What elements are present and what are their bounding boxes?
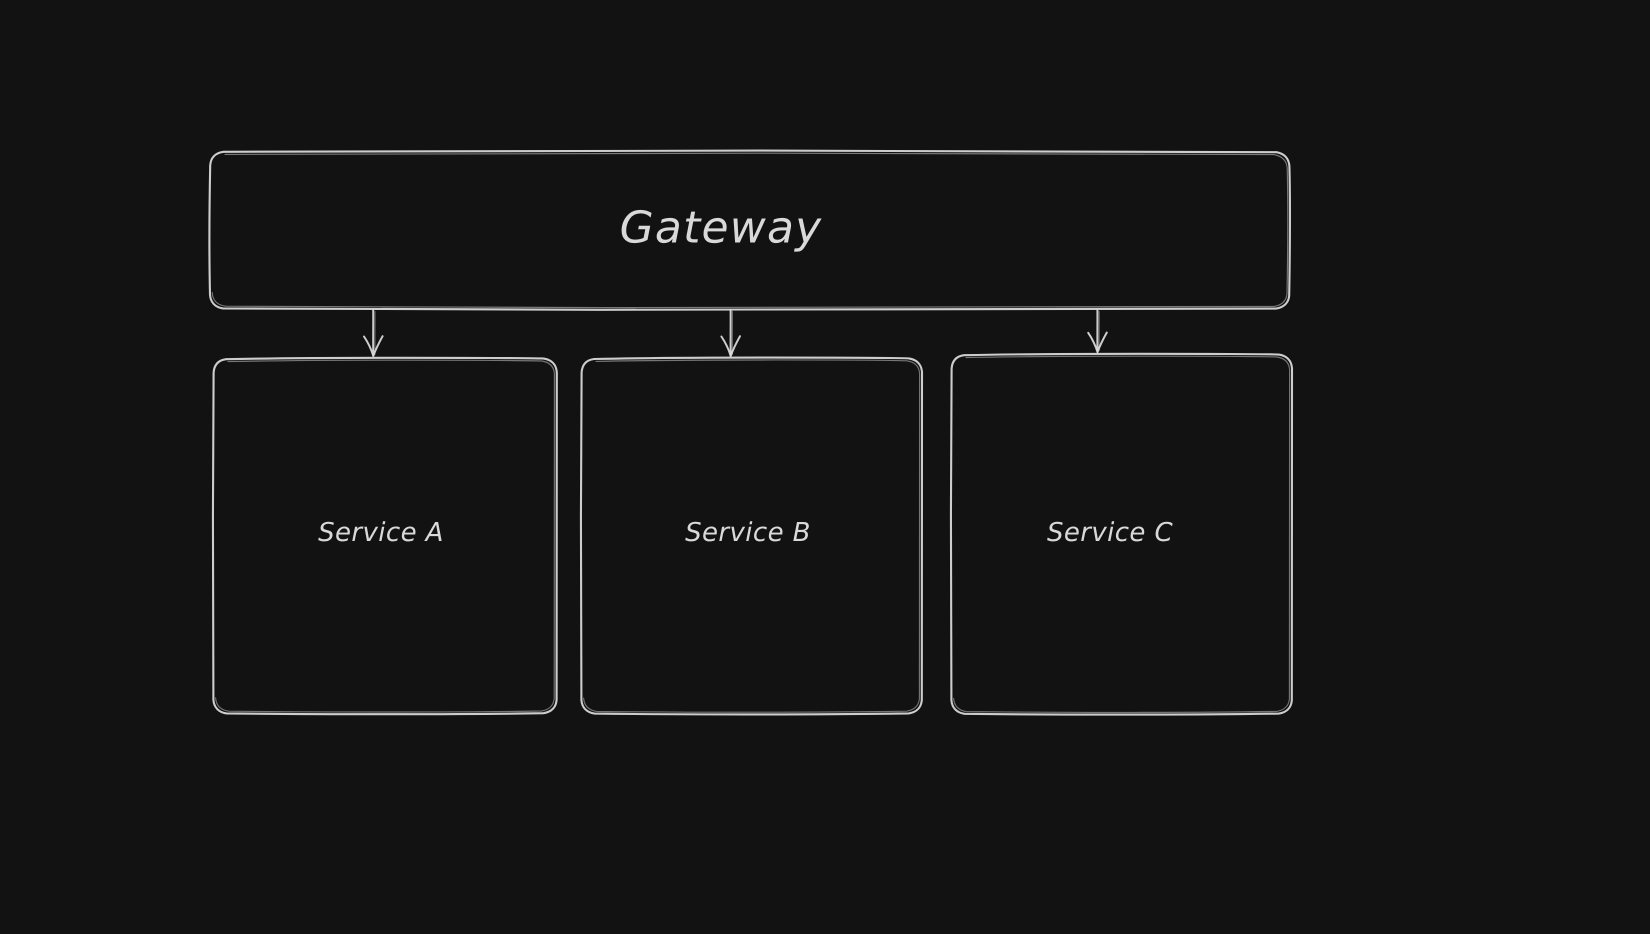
node-label-service-a: Service A <box>318 518 444 548</box>
edge-gateway-to-service-b[interactable] <box>720 309 741 357</box>
node-label-gateway: Gateway <box>619 202 823 254</box>
node-label-service-b: Service B <box>685 518 811 548</box>
edge-gateway-to-service-c[interactable] <box>1087 309 1108 353</box>
edge-gateway-to-service-a[interactable] <box>363 309 384 357</box>
node-gateway-shape[interactable] <box>208 149 1291 311</box>
node-label-service-c: Service C <box>1046 518 1174 548</box>
